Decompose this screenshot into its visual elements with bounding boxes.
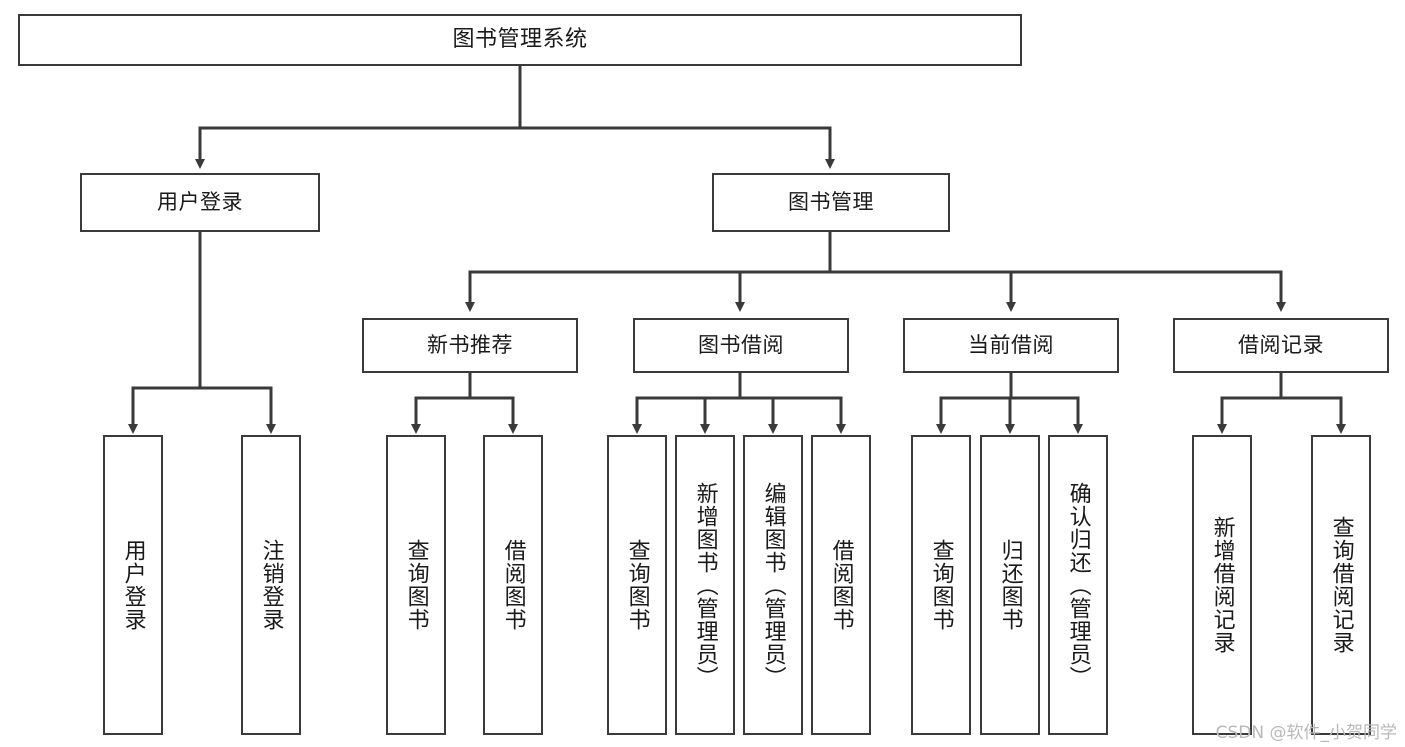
node-leaf-borrow-book-1-label: 借阅图书	[500, 539, 526, 631]
node-leaf-add-record-label: 新增借阅记录	[1209, 516, 1235, 654]
node-user-login-label: 用户登录	[157, 189, 243, 214]
node-borrow-record-label: 借阅记录	[1238, 332, 1324, 357]
node-leaf-logout-label: 注销登录	[258, 539, 284, 631]
node-current-borrow-label: 当前借阅	[968, 332, 1054, 357]
node-book-manage-label: 图书管理	[788, 189, 874, 214]
node-leaf-borrow-book-1[interactable]: 借阅图书	[483, 435, 543, 735]
node-user-login[interactable]: 用户登录	[80, 173, 320, 232]
node-root-label: 图书管理系统	[452, 27, 588, 53]
node-leaf-query-book-2[interactable]: 查询图书	[607, 435, 667, 735]
node-leaf-logout[interactable]: 注销登录	[241, 435, 301, 735]
node-leaf-query-book-1[interactable]: 查询图书	[386, 435, 446, 735]
node-borrow-record[interactable]: 借阅记录	[1173, 318, 1389, 373]
node-leaf-add-book[interactable]: 新增图书（管理员）	[675, 435, 735, 735]
node-root[interactable]: 图书管理系统	[18, 14, 1022, 66]
node-leaf-confirm-return-label: 确认归还（管理员）	[1065, 481, 1091, 689]
node-leaf-user-login[interactable]: 用户登录	[103, 435, 163, 735]
node-leaf-add-record[interactable]: 新增借阅记录	[1192, 435, 1252, 735]
node-leaf-confirm-return[interactable]: 确认归还（管理员）	[1048, 435, 1108, 735]
node-leaf-add-book-label: 新增图书（管理员）	[692, 481, 718, 689]
node-leaf-query-book-2-label: 查询图书	[624, 539, 650, 631]
node-book-manage[interactable]: 图书管理	[712, 173, 950, 232]
node-book-borrow-label: 图书借阅	[698, 332, 784, 357]
node-current-borrow[interactable]: 当前借阅	[903, 318, 1119, 373]
node-leaf-query-book-3-label: 查询图书	[928, 539, 954, 631]
node-leaf-query-book-3[interactable]: 查询图书	[911, 435, 971, 735]
node-leaf-query-book-1-label: 查询图书	[403, 539, 429, 631]
node-leaf-edit-book[interactable]: 编辑图书（管理员）	[743, 435, 803, 735]
node-new-book-rec-label: 新书推荐	[427, 332, 513, 357]
node-leaf-edit-book-label: 编辑图书（管理员）	[760, 481, 786, 689]
node-leaf-user-login-label: 用户登录	[120, 539, 146, 631]
node-leaf-query-record-label: 查询借阅记录	[1328, 516, 1354, 654]
node-leaf-query-record[interactable]: 查询借阅记录	[1311, 435, 1371, 735]
node-new-book-rec[interactable]: 新书推荐	[362, 318, 578, 373]
node-leaf-borrow-book-2[interactable]: 借阅图书	[811, 435, 871, 735]
node-leaf-borrow-book-2-label: 借阅图书	[828, 539, 854, 631]
node-leaf-return-book[interactable]: 归还图书	[980, 435, 1040, 735]
node-leaf-return-book-label: 归还图书	[997, 539, 1023, 631]
node-book-borrow[interactable]: 图书借阅	[633, 318, 849, 373]
